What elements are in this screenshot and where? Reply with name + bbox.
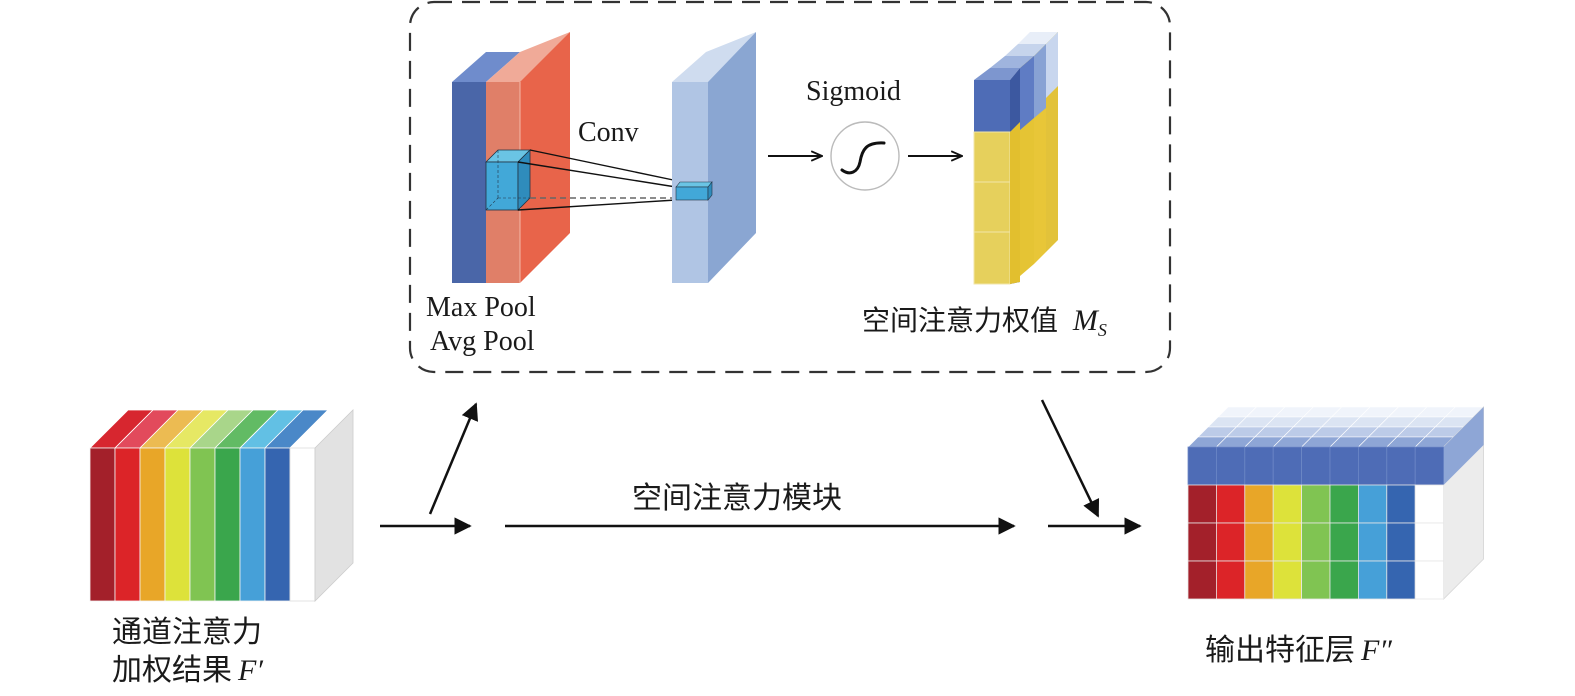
output-grid-cell	[1386, 484, 1416, 524]
output-grid-cell	[1329, 522, 1359, 562]
input-channel-slice	[289, 447, 316, 602]
input-channel-slice	[164, 447, 191, 602]
output-grid-cell	[1358, 484, 1388, 524]
spatial-attention-module-border	[408, 0, 1172, 374]
output-grid-cell	[1301, 446, 1331, 486]
output-grid-cell	[1386, 560, 1416, 600]
output-grid-cell	[1414, 522, 1444, 562]
output-grid-cell	[1301, 560, 1331, 600]
conv-kernel-cube	[485, 149, 531, 211]
output-grid-cell	[1329, 484, 1359, 524]
pooled-feature-stack	[452, 32, 570, 283]
input-block-side	[314, 409, 354, 602]
output-grid-cell	[1187, 522, 1217, 562]
spatial-weight-map	[973, 32, 1058, 285]
maxpool-front	[452, 82, 486, 283]
output-grid-cell	[1216, 522, 1246, 562]
output-grid-cell	[1272, 484, 1302, 524]
output-block-side-top	[1443, 407, 1484, 485]
conv-projection-lines	[517, 149, 706, 211]
input-channel-slice	[239, 447, 266, 602]
arrow-module-down	[1040, 399, 1100, 518]
output-grid-cell	[1358, 560, 1388, 600]
output-grid-cell	[1216, 484, 1246, 524]
input-channel-slice	[264, 447, 291, 602]
output-grid-cell	[1414, 484, 1444, 524]
sigmoid-label: Sigmoid	[806, 76, 901, 107]
input-channel-slice	[214, 447, 241, 602]
output-grid-cell	[1301, 522, 1331, 562]
spatial-weight-label: 空间注意力权值 MS	[862, 304, 1107, 340]
output-grid-cell	[1187, 446, 1217, 486]
output-grid-cell	[1216, 560, 1246, 600]
output-grid-cell	[1358, 446, 1388, 486]
output-grid-cell	[1272, 522, 1302, 562]
arrow-input-up	[428, 402, 478, 515]
avgpool-top	[486, 32, 570, 82]
conv-label: Conv	[578, 117, 639, 148]
output-grid-cell	[1386, 522, 1416, 562]
input-channel-slice	[89, 447, 116, 602]
output-grid-cell	[1272, 560, 1302, 600]
maxpool-label: Max Pool	[426, 292, 536, 323]
output-grid-cell	[1358, 522, 1388, 562]
output-grid-cell	[1244, 484, 1274, 524]
output-grid-cell	[1187, 560, 1217, 600]
input-label-line1: 通道注意力	[112, 615, 262, 650]
output-grid-cell	[1414, 560, 1444, 600]
output-grid-cell	[1244, 560, 1274, 600]
avgpool-side	[520, 32, 570, 283]
module-title: 空间注意力模块	[632, 481, 842, 516]
output-grid-cell	[1187, 484, 1217, 524]
output-feature-block	[1187, 406, 1485, 600]
output-grid-cell	[1329, 446, 1359, 486]
conv-output-plane	[672, 32, 756, 283]
avgpool-label: Avg Pool	[430, 326, 535, 357]
maxpool-top	[452, 52, 520, 82]
output-grid-cell	[1329, 560, 1359, 600]
output-grid-cell	[1301, 484, 1331, 524]
output-grid-cell	[1414, 446, 1444, 486]
output-grid-cell	[1272, 446, 1302, 486]
input-channel-slice	[114, 447, 141, 602]
sigmoid-node	[830, 121, 900, 191]
input-feature-block	[89, 409, 354, 602]
output-grid-cell	[1244, 522, 1274, 562]
input-channel-slice	[139, 447, 166, 602]
output-grid-cell	[1244, 446, 1274, 486]
output-grid-cell	[1386, 446, 1416, 486]
input-channel-slice	[189, 447, 216, 602]
output-grid-cell	[1216, 446, 1246, 486]
sigmoid-curve-icon	[840, 141, 886, 175]
